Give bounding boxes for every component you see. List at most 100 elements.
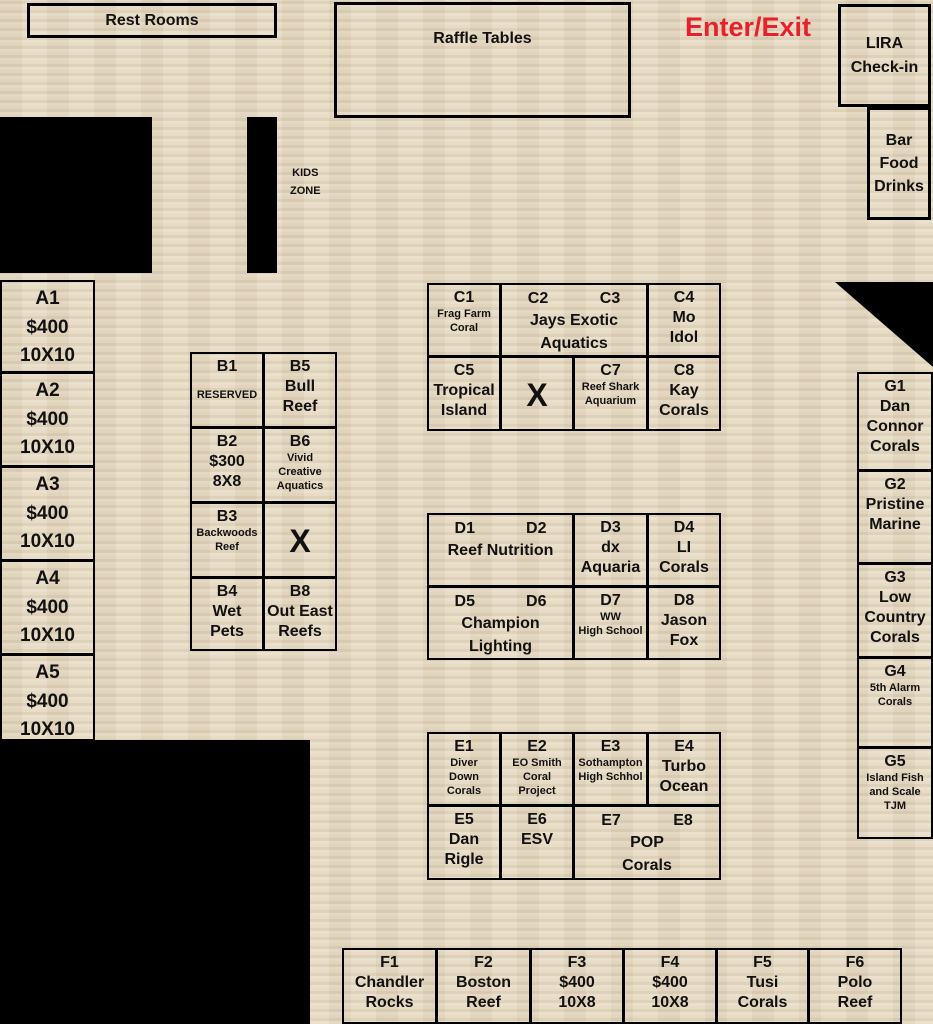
booth-label: $400: [26, 690, 69, 712]
wall-corner-triangle: [835, 282, 933, 367]
booth-label: RESERVED: [196, 389, 258, 401]
booth-label: Boston: [455, 974, 512, 991]
booth-label: Corals: [622, 856, 672, 874]
booth-label: Vivid: [286, 452, 314, 464]
booth-label: Marine: [869, 516, 921, 533]
wall-block-left-top: [0, 117, 152, 273]
booth-number: D5: [454, 593, 475, 610]
booth-label: Down: [449, 770, 479, 783]
booth-label: 10X10: [20, 531, 75, 552]
booth-label: 10X8: [558, 994, 596, 1011]
booth-number: B3: [216, 508, 238, 525]
booth-label: and Scale: [869, 785, 921, 798]
booth-label: EO Smith: [512, 757, 562, 769]
booth-label: Country: [864, 609, 926, 626]
booth-number: D8: [673, 592, 695, 609]
booth-number: E4: [674, 738, 694, 755]
booth-label: Dan: [879, 398, 911, 415]
rest-rooms-label: Rest Rooms: [105, 11, 199, 29]
booth-label: Reef Nutrition: [447, 542, 554, 560]
booth-label: Out East: [267, 603, 333, 620]
booth-number: E6: [527, 811, 547, 828]
food-label: Food: [879, 154, 919, 172]
booth-label: Backwoods: [196, 527, 258, 539]
booth-label: Tropical: [433, 382, 495, 399]
booth-label: POP: [630, 834, 664, 852]
booth-number: F6: [845, 954, 865, 971]
booth-label: Wet: [212, 603, 242, 620]
checkin-label: Check-in: [850, 58, 919, 76]
booth-number: A3: [35, 474, 60, 495]
booth-label: 10X8: [651, 994, 689, 1011]
booth-label: WW: [600, 611, 621, 623]
booth-label: LI: [676, 539, 692, 556]
rest-rooms: Rest Rooms: [27, 3, 277, 38]
booth-number: E5: [454, 811, 474, 828]
booth-number: F1: [380, 954, 399, 971]
booth-label: $400: [26, 502, 69, 524]
zone-label: ZONE: [290, 184, 321, 197]
booth-label: Reef Shark: [581, 381, 640, 393]
booth-number: A4: [35, 568, 60, 589]
booth-label: Corals: [877, 695, 913, 708]
booth-label: Pristine: [865, 496, 925, 513]
booth-label: $400: [26, 316, 69, 338]
booth-label: Rigle: [444, 851, 484, 868]
wall-block-left-bottom: [0, 740, 310, 1024]
booth-label: $400: [559, 974, 595, 991]
booth-label: Aquatics: [540, 334, 608, 352]
booth-label: Reef: [282, 398, 318, 415]
booth-label: Rocks: [365, 994, 414, 1011]
booth-number: A2: [35, 380, 60, 401]
booth-label: Idol: [669, 329, 699, 346]
booth-label: High Schhol: [578, 770, 643, 783]
booth-number: C5: [453, 362, 475, 379]
booth-a4: A4 $400 10X10: [0, 560, 95, 655]
drinks-label: Drinks: [874, 178, 924, 196]
booth-number: B5: [289, 358, 311, 375]
booth-label: D2: [526, 520, 547, 537]
raffle-tables: Raffle Tables: [334, 2, 631, 118]
booth-number: B8: [289, 583, 311, 600]
booth-label: Jays Exotic: [529, 312, 619, 330]
wall-pillar: [247, 117, 277, 273]
kids-label: KIDS: [292, 167, 319, 179]
booth-number: D1: [454, 520, 475, 537]
booth-label: 10X10: [20, 437, 75, 458]
booth-number: X: [289, 523, 311, 559]
bar-food-drinks: Bar Food Drinks: [867, 107, 931, 220]
booth-label: Aquarium: [584, 394, 637, 407]
booth-label: $400: [26, 596, 69, 618]
booth-label: Pets: [210, 623, 244, 640]
booth-label: 10X10: [20, 625, 75, 646]
booth-label: Aquaria: [580, 559, 641, 576]
booth-label: Diver: [450, 757, 478, 769]
booth-label: Corals: [659, 559, 709, 576]
booth-number: D7: [600, 592, 621, 609]
booth-label: Coral: [449, 321, 479, 334]
